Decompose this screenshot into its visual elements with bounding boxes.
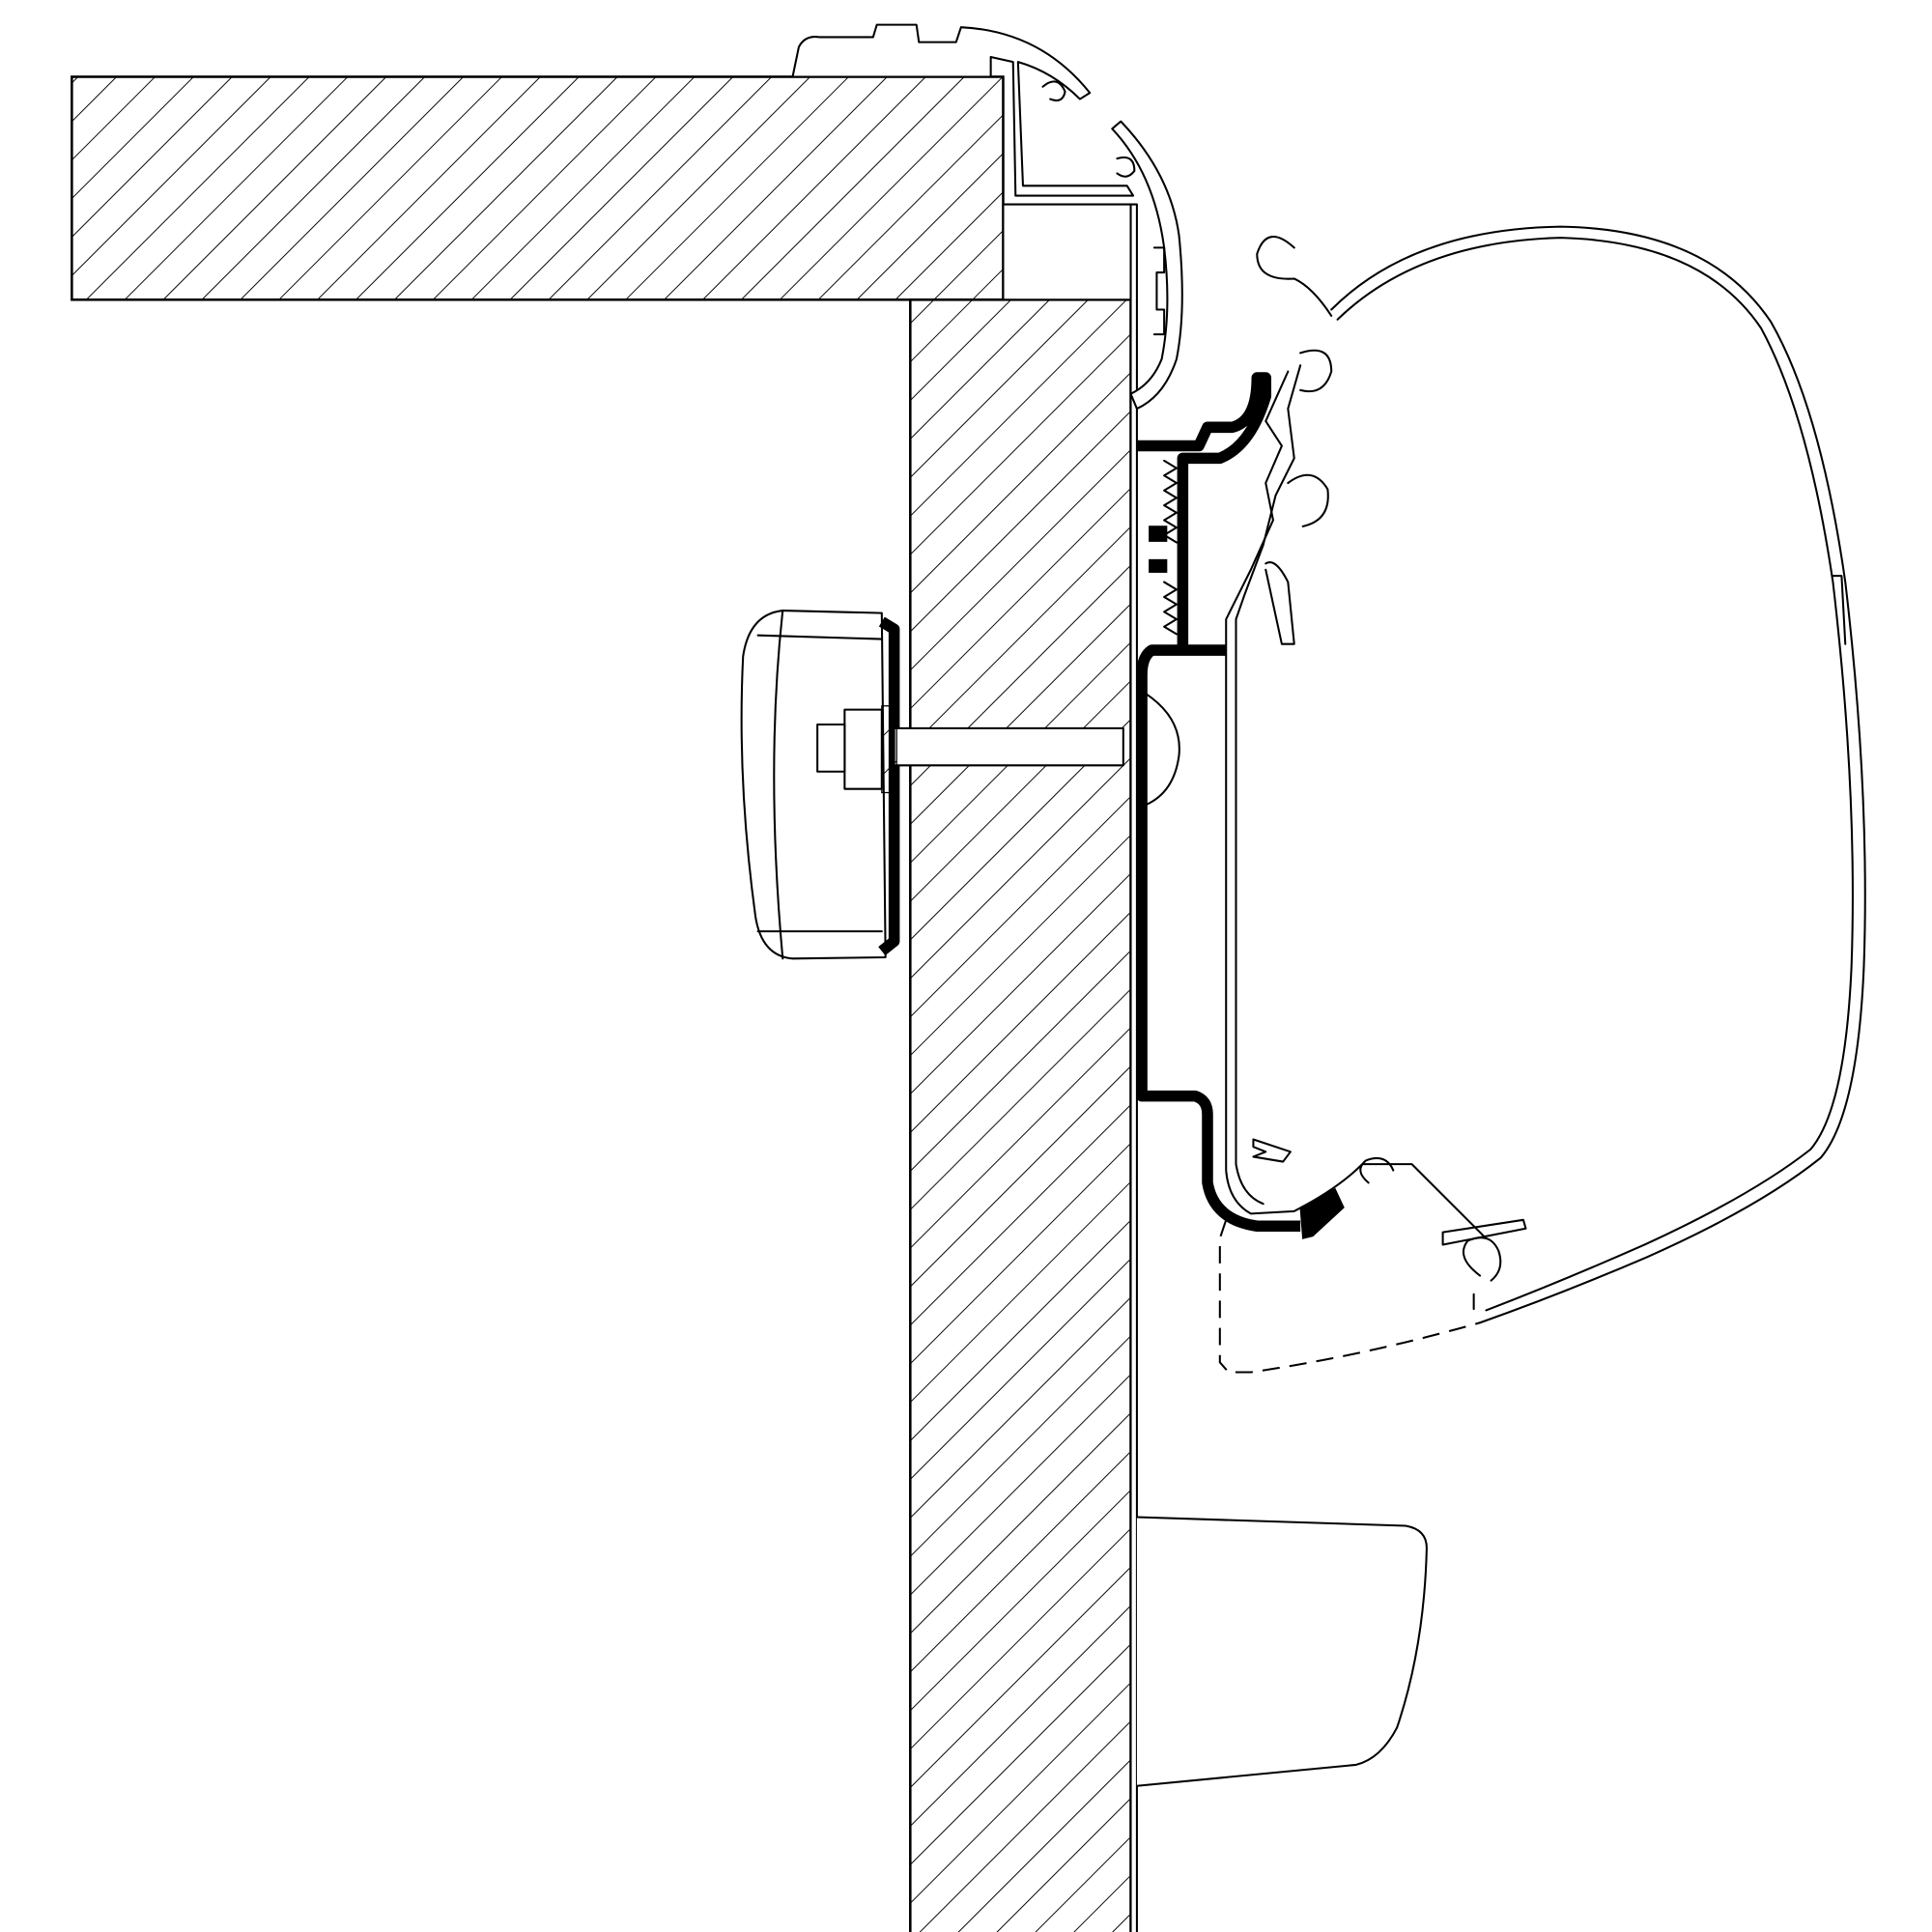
- fabric-hook-4: [1264, 561, 1295, 645]
- fabric-hook-3: [1287, 473, 1329, 527]
- roof-edge-trim: [791, 23, 1183, 411]
- cassette-inner-profile: [1225, 370, 1488, 1240]
- lower-arm: [1441, 1218, 1527, 1246]
- lower-hook-2: [1462, 1236, 1502, 1311]
- adapter-tab-2: [1149, 558, 1168, 573]
- trim-hook-upper: [1041, 80, 1066, 102]
- bolt-shaft: [893, 726, 1124, 767]
- cassette-outer-shell: [1330, 225, 1866, 1324]
- washer: [881, 705, 897, 794]
- adapter-teeth: [1163, 459, 1178, 636]
- adapter-tab-1: [1149, 526, 1168, 542]
- handle-inner-line: [773, 610, 784, 960]
- shell-seam: [1832, 575, 1847, 645]
- wall-section: [909, 298, 1132, 1932]
- cassette-inner-profile-2: [1235, 364, 1302, 1206]
- roof-slab: [71, 75, 1005, 301]
- trim-hook-lower: [1116, 156, 1136, 178]
- handle-facet-top: [756, 634, 883, 640]
- bolt-nut: [843, 708, 883, 790]
- bolt-end: [816, 723, 846, 773]
- cassette-outer-shell-inner: [1336, 237, 1854, 1312]
- fabric-hook-2: [1299, 349, 1333, 393]
- wall-skin: [1129, 203, 1138, 1932]
- bolt-head: [1144, 692, 1180, 807]
- trim-inner-slots: [1152, 246, 1166, 336]
- handle-knob: [740, 610, 887, 960]
- dashed-outline: [1218, 1219, 1481, 1374]
- lower-hook: [1359, 1157, 1395, 1184]
- screw: [1252, 1138, 1292, 1163]
- fabric-hook-1: [1256, 236, 1333, 317]
- adapter-rail: [1136, 372, 1301, 1232]
- adapter-end-clip: [1299, 1187, 1345, 1239]
- lower-wedge: [1136, 1516, 1428, 1787]
- corner-filler: [1002, 203, 1132, 301]
